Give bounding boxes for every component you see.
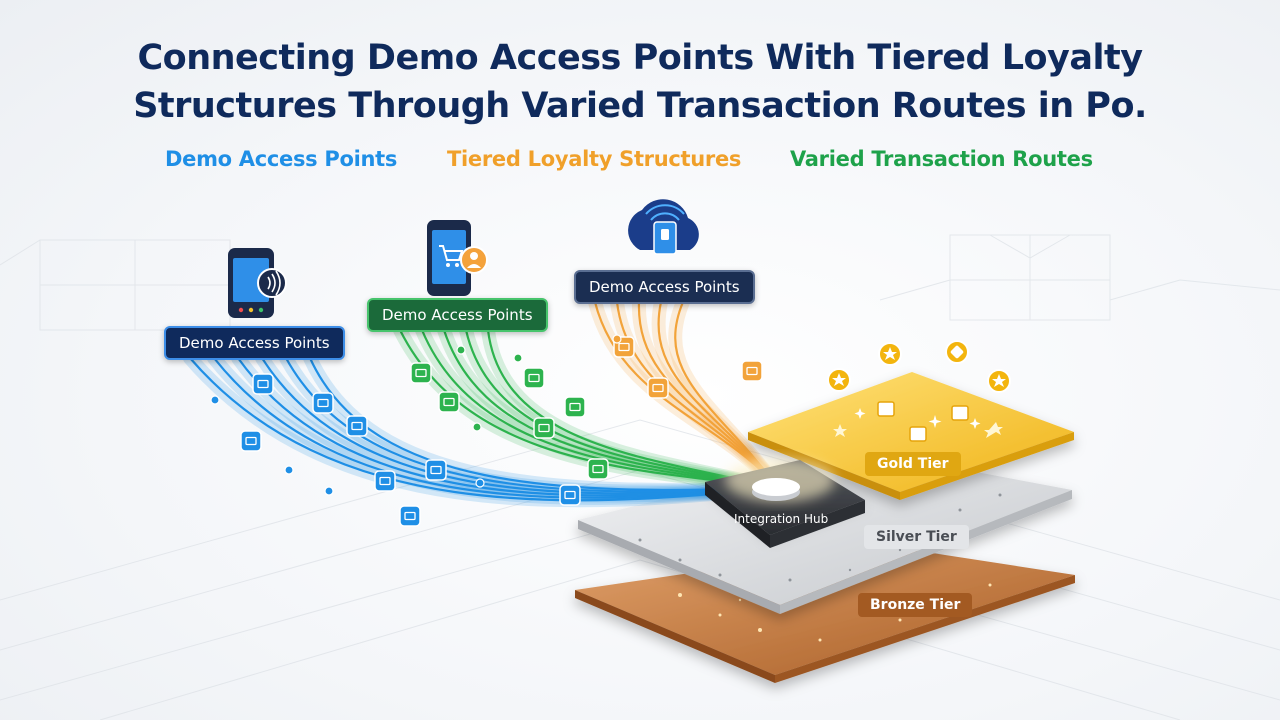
route-line-0-5 bbox=[308, 357, 779, 492]
integration-hub bbox=[705, 458, 865, 548]
page-title-line-1: Connecting Demo Access Points With Tiere… bbox=[137, 38, 1143, 78]
route-node-icon-10 bbox=[523, 367, 545, 389]
page-title-line-2: Structures Through Varied Transaction Ro… bbox=[133, 86, 1147, 126]
route-line-0-0 bbox=[189, 357, 779, 502]
route-node-icon-9 bbox=[438, 391, 460, 413]
route-node-icon-15 bbox=[647, 377, 669, 399]
route-node-glyph-16 bbox=[746, 366, 758, 376]
route-node-glyph-5 bbox=[430, 465, 442, 475]
route-node-glyph-6 bbox=[404, 511, 416, 521]
route-node-icon-8 bbox=[410, 362, 432, 384]
route-node-icon-4 bbox=[374, 470, 396, 492]
route-node-icon-5 bbox=[425, 459, 447, 481]
route-node-glyph-4 bbox=[379, 476, 391, 486]
gold-tier-icons bbox=[827, 340, 1011, 442]
route-node-glyph-14 bbox=[618, 342, 630, 352]
route-dot-7 bbox=[612, 334, 622, 344]
route-dot-3 bbox=[475, 478, 485, 488]
route-node-glyph-13 bbox=[592, 464, 604, 474]
route-node-glyph-3 bbox=[245, 436, 257, 446]
route-node-icon-6 bbox=[399, 505, 421, 527]
route-line-2-4 bbox=[674, 301, 779, 489]
route-dot-1 bbox=[284, 465, 294, 475]
integration-hub-label: Integration Hub bbox=[734, 512, 829, 526]
route-node-glyph-11 bbox=[538, 423, 550, 433]
route-dot-0 bbox=[210, 395, 220, 405]
access-point-label-pos: Demo Access Points bbox=[164, 326, 345, 360]
route-node-glyph-15 bbox=[652, 383, 664, 393]
route-dot-2 bbox=[324, 486, 334, 496]
route-node-icon-12 bbox=[564, 396, 586, 418]
route-node-glyph-12 bbox=[569, 402, 581, 412]
route-dot-6 bbox=[472, 422, 482, 432]
route-node-glyph-1 bbox=[317, 398, 329, 408]
route-dot-5 bbox=[513, 353, 523, 363]
route-dot-4 bbox=[456, 345, 466, 355]
pos-terminal-icon bbox=[228, 248, 287, 318]
route-node-icon-7 bbox=[559, 484, 581, 506]
route-node-icon-2 bbox=[346, 415, 368, 437]
access-point-label-mobile: Demo Access Points bbox=[367, 298, 548, 332]
access-point-label-cloud: Demo Access Points bbox=[574, 270, 755, 304]
route-node-glyph-2 bbox=[351, 421, 363, 431]
route-node-glyph-9 bbox=[443, 397, 455, 407]
mobile-shopping-icon bbox=[427, 220, 488, 296]
gold-tier-label: Gold Tier bbox=[865, 452, 961, 476]
route-node-glyph-7 bbox=[564, 490, 576, 500]
legend-demo-access-points: Demo Access Points bbox=[165, 147, 398, 171]
silver-sparkles bbox=[638, 493, 1002, 582]
route-line-0-3 bbox=[261, 357, 779, 495]
silver-tier-label: Silver Tier bbox=[864, 525, 969, 549]
route-node-icon-11 bbox=[533, 417, 555, 439]
route-node-icon-1 bbox=[312, 392, 334, 414]
route-node-glyph-8 bbox=[415, 368, 427, 378]
route-node-icon-3 bbox=[240, 430, 262, 452]
route-node-icon-16 bbox=[741, 360, 763, 382]
legend-varied-transaction-routes: Varied Transaction Routes bbox=[790, 147, 1093, 171]
bronze-tier-label: Bronze Tier bbox=[858, 593, 973, 617]
route-line-0-2 bbox=[237, 357, 779, 497]
route-node-glyph-0 bbox=[257, 379, 269, 389]
legend-tiered-loyalty-structures: Tiered Loyalty Structures bbox=[447, 147, 742, 171]
route-node-icon-0 bbox=[252, 373, 274, 395]
route-line-0-1 bbox=[213, 357, 779, 499]
route-node-icon-13 bbox=[587, 458, 609, 480]
route-node-glyph-10 bbox=[528, 373, 540, 383]
cloud-nfc-icon bbox=[628, 199, 699, 255]
